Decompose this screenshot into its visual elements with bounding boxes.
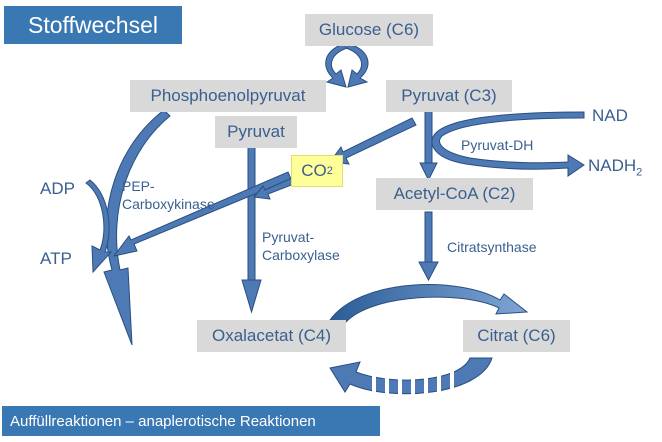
label-adp: ADP [40, 179, 75, 198]
label-citratsynthase: Citratsynthase [447, 239, 537, 255]
node-oxalacetat: Oxalacetat (C4) [197, 320, 346, 352]
label-pyruvat-carboxylase-line2: Carboxylase [262, 247, 340, 263]
co2-join-arrow [253, 177, 295, 200]
co2-text: CO [301, 161, 327, 180]
nadh-subscript: 2 [636, 166, 643, 179]
adp-atp-curve-arrow [85, 179, 113, 274]
label-pyruvat-carboxylase-line1: Pyruvat- [262, 229, 315, 245]
nadh-text: NADH [588, 156, 637, 175]
node-pyruvat: Pyruvat [215, 116, 297, 148]
node-pyruvat-c3: Pyruvat (C3) [386, 80, 512, 112]
pyruvat-oxalacetat-arrow [241, 146, 262, 314]
page-title: Stoffwechsel [4, 6, 182, 44]
acetylcoa-cycle-arrow [418, 211, 439, 282]
node-acetyl-coa: Acetyl-CoA (C2) [376, 178, 533, 210]
node-phosphoenolpyruvat: Phosphoenolpyruvat [130, 80, 326, 112]
cycle-top-arc-arrow [329, 284, 529, 323]
footer-caption: Auffüllreaktionen – anaplerotische Reakt… [2, 406, 380, 436]
co2-subscript: 2 [326, 165, 333, 177]
label-pyruvat-dh: Pyruvat-DH [461, 137, 534, 153]
label-nad: NAD [592, 106, 628, 125]
label-nadh2: NADH2 [588, 156, 642, 178]
nad-nadh-curve-arrow [431, 111, 585, 177]
node-glucose: Glucose (C6) [305, 14, 433, 46]
glucose-pep-curve-arrows [325, 43, 369, 88]
label-pep-carboxykinase-line1: PEP- [122, 178, 155, 194]
label-pep-carboxykinase-line2: Carboxykinase [122, 196, 215, 212]
label-atp: ATP [40, 249, 72, 268]
cycle-bottom-striped-arrow [329, 357, 493, 397]
pep-down-curve-arrow [103, 109, 171, 346]
node-citrat: Citrat (C6) [463, 320, 570, 352]
